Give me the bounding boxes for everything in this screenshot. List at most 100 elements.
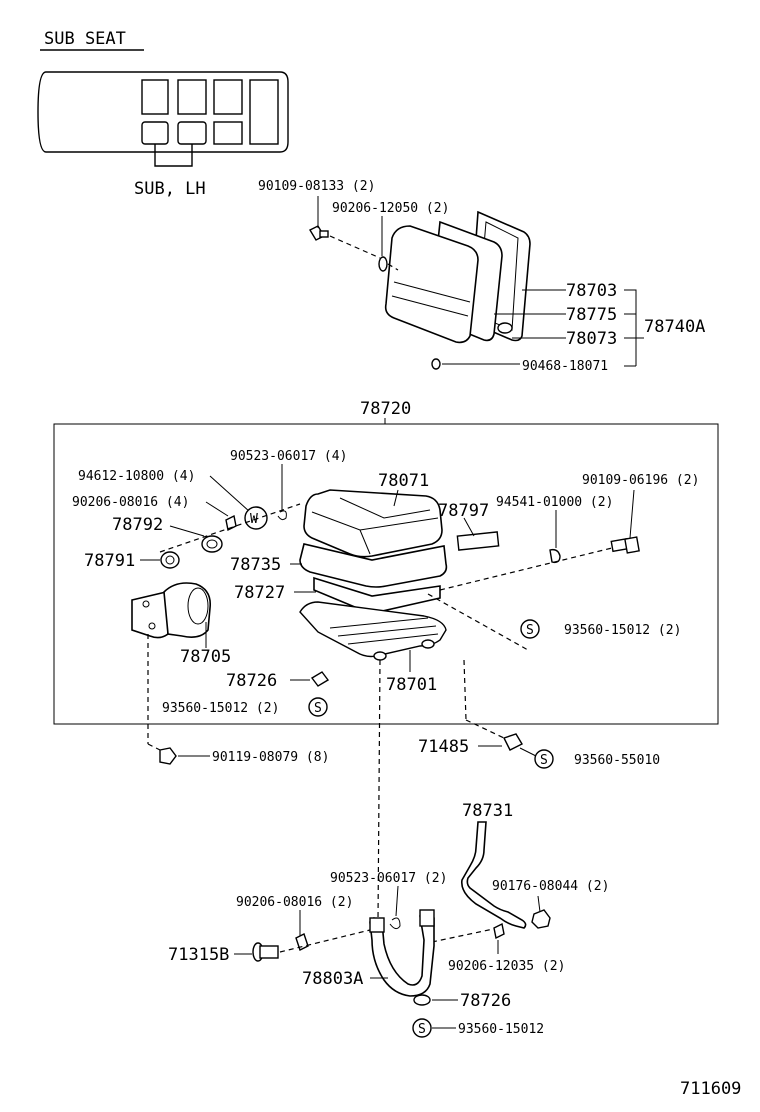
label-78071: 78071 xyxy=(378,471,429,491)
pad-78726 xyxy=(310,671,330,687)
assembly-line xyxy=(427,593,529,651)
seat-cushion-cover xyxy=(303,489,443,558)
leader-line xyxy=(205,501,229,517)
label-93560-15012-2a: 93560-15012 (2) xyxy=(564,623,681,638)
bolt-90109-06196 xyxy=(610,536,640,554)
pad-78726-b xyxy=(413,994,431,1006)
label-90109-06196: 90109-06196 (2) xyxy=(582,473,699,488)
nut-90119-08079 xyxy=(159,747,177,765)
pad-78797 xyxy=(456,531,500,551)
label-93560-15012-2b: 93560-15012 (2) xyxy=(162,701,279,716)
sub-seat-bracket xyxy=(154,144,193,167)
sealer-mark: S xyxy=(314,701,322,716)
seat-cushion-frame-slats xyxy=(329,617,439,645)
label-78797: 78797 xyxy=(438,501,489,521)
label-90468-18071: 90468-18071 xyxy=(522,359,608,374)
label-90109-08133: 90109-08133 (2) xyxy=(258,179,375,194)
leader-line xyxy=(395,885,399,917)
label-90206-12035: 90206-12035 (2) xyxy=(448,959,565,974)
leg-pivot xyxy=(369,917,385,933)
label-78726-b: 78726 xyxy=(460,991,511,1011)
seat-cushion-seam xyxy=(339,497,431,519)
assembly-line xyxy=(279,929,371,953)
label-78073: 78073 xyxy=(566,329,617,349)
nut-94541-01000 xyxy=(549,548,561,564)
sub-lh-label: SUB, LH xyxy=(134,179,206,199)
label-78775: 78775 xyxy=(566,305,617,325)
hinge-barrel xyxy=(187,587,209,625)
label-93560-55010: 93560-55010 xyxy=(574,753,660,768)
seat-block xyxy=(213,79,243,115)
label-90119-08079: 90119-08079 (8) xyxy=(212,750,329,765)
spring-78792-inner xyxy=(206,539,218,549)
seat-block xyxy=(177,79,207,115)
clip-90468-18071 xyxy=(431,358,441,370)
leader-line xyxy=(519,747,537,757)
label-78735: 78735 xyxy=(230,555,281,575)
label-78703: 78703 xyxy=(566,281,617,301)
label-71315B: 71315B xyxy=(168,945,229,965)
label-71485: 71485 xyxy=(418,737,469,757)
seat-back-cover xyxy=(384,225,479,344)
figure-number: 711609 xyxy=(680,1079,741,1099)
washer-90206-12035 xyxy=(493,922,505,940)
label-78726-a: 78726 xyxy=(226,671,277,691)
frame-foot xyxy=(421,639,435,649)
seat-back-clip xyxy=(497,322,513,334)
leader-line xyxy=(393,489,399,507)
frame-foot xyxy=(373,651,387,661)
seat-cushion-seam xyxy=(359,529,371,555)
hinge-bracket-78705 xyxy=(131,582,212,639)
leader-line xyxy=(463,517,475,537)
seat-back-seam xyxy=(393,281,471,303)
bolt-71315B xyxy=(252,942,279,962)
label-78792: 78792 xyxy=(112,515,163,535)
seat-cushion-assembly xyxy=(299,489,448,661)
washer-w-94612 xyxy=(244,506,268,530)
label-78740A: 78740A xyxy=(644,317,705,337)
label-94541-01000: 94541-01000 (2) xyxy=(496,495,613,510)
seat-cushion-frame xyxy=(299,601,447,658)
label-94612-10800: 94612-10800 (4) xyxy=(78,469,195,484)
assembly-line xyxy=(329,235,381,259)
leader-line xyxy=(629,489,635,539)
label-78720: 78720 xyxy=(360,399,411,419)
washer-90206-08016 xyxy=(225,514,237,532)
sealer-mark: S xyxy=(418,1022,426,1037)
vehicle-outline xyxy=(37,71,289,153)
hinge-plate xyxy=(131,591,169,639)
clip-90523-06017 xyxy=(277,510,287,521)
washer-90206-12050 xyxy=(378,256,388,272)
sealer-mark: S xyxy=(540,753,548,768)
washer-90206-08016-2 xyxy=(295,933,309,951)
seat-block xyxy=(141,79,169,115)
assembly-line xyxy=(387,263,399,271)
leg-pivot xyxy=(419,909,435,927)
seat-cushion-pad xyxy=(299,543,448,588)
label-90206-08016-2: 90206-08016 (2) xyxy=(236,895,353,910)
assembly-line xyxy=(147,743,165,753)
label-90523-06017-2: 90523-06017 (2) xyxy=(330,871,447,886)
assembly-line xyxy=(463,659,467,721)
leg-78803A xyxy=(369,911,435,997)
sealer-s-icon xyxy=(520,619,540,639)
section-title: SUB SEAT xyxy=(44,29,126,49)
sub-seat-lh xyxy=(177,121,207,145)
assembly-bracket xyxy=(624,289,644,367)
clip-90523-06017-2 xyxy=(389,917,401,930)
assembly-line xyxy=(159,503,301,553)
assembly-group-box xyxy=(53,423,719,725)
sealer-mark: S xyxy=(526,623,534,638)
spring-78791 xyxy=(160,551,180,569)
bolt-90109-08133 xyxy=(309,225,329,241)
link-rod-78731 xyxy=(460,821,527,929)
clip-71485 xyxy=(503,733,523,751)
assembly-line xyxy=(465,719,505,739)
label-78791: 78791 xyxy=(84,551,135,571)
label-78731: 78731 xyxy=(462,801,513,821)
seat-back-assembly xyxy=(384,210,531,344)
assembly-line xyxy=(431,927,499,943)
seat-back-seam xyxy=(391,295,469,317)
leader-line xyxy=(537,895,541,913)
